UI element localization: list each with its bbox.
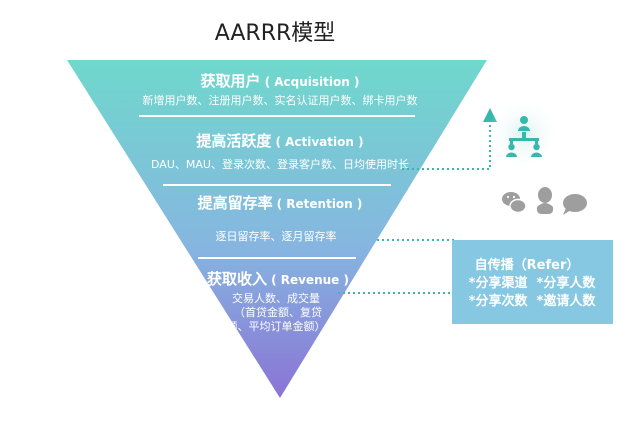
- stage-metrics: 交易人数、成交量: [232, 291, 320, 305]
- qq-icon: [536, 187, 554, 214]
- stage-en: ( Retention ): [277, 197, 363, 211]
- svg-text:提高活跃度( Activation ): 提高活跃度( Activation ): [196, 132, 363, 150]
- org-chart-icon: [506, 116, 542, 157]
- stage-metrics: 额、平均订单金额）: [227, 319, 326, 333]
- refer-title: 自传播（Refer）: [475, 257, 580, 273]
- refer-metrics-line2: *分享次数 *邀请人数: [469, 293, 597, 309]
- stage-en: ( Revenue ): [271, 273, 349, 287]
- page-title: AARRR模型: [215, 21, 336, 46]
- svg-text:获取用户( Acquisition ): 获取用户 ( Acquisition ): [201, 72, 360, 90]
- stage-acquisition: 获取用户 ( Acquisition ) 新增用户数、注册用户数、实名认证用户数、…: [143, 72, 418, 107]
- refer-metrics-line1: *分享渠道 *分享人数: [469, 275, 597, 291]
- wechat-icon: [502, 192, 527, 214]
- chat-bubble-icon: [563, 194, 587, 215]
- refer-box: 自传播（Refer） *分享渠道 *分享人数 *分享次数 *邀请人数: [452, 240, 613, 324]
- svg-text:获取收入( Revenue ): 获取收入 ( Revenue ): [207, 270, 349, 288]
- stage-revenue: 获取收入 ( Revenue ) 交易人数、成交量 （首贷金额、复贷 额、平均订单…: [207, 270, 349, 333]
- dotted-connectors: [338, 122, 491, 294]
- stage-activation: 提高活跃度( Activation ) DAU、MAU、登录次数、登录客户数、日…: [151, 132, 409, 171]
- stage-title: 获取用户: [201, 72, 261, 90]
- stage-title: 获取收入: [207, 270, 267, 288]
- funnel-shape: [67, 60, 487, 398]
- stage-metrics: （首贷金额、复贷: [234, 305, 322, 319]
- stage-en: ( Acquisition ): [265, 75, 360, 89]
- stage-metrics: DAU、MAU、登录次数、登录客户数、日均使用时长: [151, 157, 409, 171]
- refer-background: [452, 240, 613, 324]
- stage-title: 提高活跃度: [196, 132, 272, 150]
- stage-title: 提高留存率: [198, 194, 273, 212]
- svg-text:提高留存率( Retention ): 提高留存率 ( Retention ): [198, 194, 363, 212]
- stage-en: ( Activation ): [275, 135, 363, 149]
- stage-metrics: 逐日留存率、逐月留存率: [216, 229, 337, 243]
- stage-metrics: 新增用户数、注册用户数、实名认证用户数、绑卡用户数: [143, 93, 418, 107]
- stage-retention: 提高留存率 ( Retention ) 逐日留存率、逐月留存率: [198, 194, 363, 243]
